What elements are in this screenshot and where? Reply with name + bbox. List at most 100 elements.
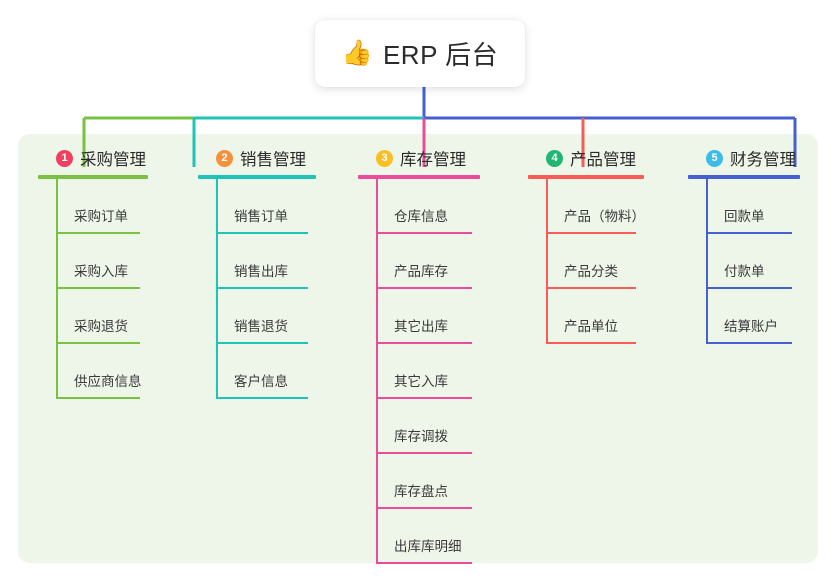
- branch-item-underline: [376, 452, 472, 454]
- root-node[interactable]: 👍 ERP 后台: [315, 20, 525, 87]
- branch-column-4: 4 产品管理产品（物料） 产品分类产品单位: [528, 146, 645, 344]
- branch-underline-5: [688, 175, 800, 179]
- branch-item[interactable]: 采购退货: [38, 289, 148, 344]
- branch-item[interactable]: 仓库信息: [358, 179, 480, 234]
- branch-item-label: 仓库信息: [394, 209, 448, 224]
- branch-item[interactable]: 其它出库: [358, 289, 480, 344]
- branch-item-underline: [376, 287, 472, 289]
- branch-item-label: 采购入库: [74, 264, 128, 279]
- branch-item-label: 出库库明细: [394, 539, 462, 554]
- branch-item-underline: [546, 287, 636, 289]
- branch-item-underline: [56, 287, 140, 289]
- branch-title-3: 库存管理: [400, 151, 466, 169]
- branch-item-underline: [376, 342, 472, 344]
- branch-item[interactable]: 销售订单: [198, 179, 316, 234]
- branch-items-5: 回款单付款单结算账户: [688, 179, 800, 344]
- branch-item-label: 库存盘点: [394, 484, 448, 499]
- branch-header-5[interactable]: 5 财务管理: [688, 146, 800, 170]
- branch-item-label: 产品（物料）: [564, 209, 645, 224]
- branch-title-4: 产品管理: [570, 151, 636, 169]
- branch-item[interactable]: 付款单: [688, 234, 800, 289]
- branch-item[interactable]: 产品分类: [528, 234, 644, 289]
- branch-item[interactable]: 库存调拨: [358, 399, 480, 454]
- branch-trunk-2: [216, 179, 218, 399]
- branch-item-label: 结算账户: [724, 319, 778, 334]
- branch-column-5: 5 财务管理回款单付款单结算账户: [688, 146, 800, 344]
- branch-item[interactable]: 回款单: [688, 179, 800, 234]
- branch-item[interactable]: 产品（物料）: [528, 179, 645, 234]
- branch-underline-2: [198, 175, 316, 179]
- branch-trunk-4: [546, 179, 548, 344]
- branch-item-label: 其它出库: [394, 319, 448, 334]
- branch-title-2: 销售管理: [240, 151, 306, 169]
- branch-badge-1: 1: [56, 149, 73, 167]
- branch-item[interactable]: 供应商信息: [38, 344, 148, 399]
- branch-item-underline: [56, 342, 140, 344]
- branch-title-5: 财务管理: [730, 151, 796, 169]
- branch-item-label: 产品库存: [394, 264, 448, 279]
- branch-item-label: 销售出库: [234, 264, 288, 279]
- branch-badge-5: 5: [706, 149, 723, 167]
- branch-item-label: 库存调拨: [394, 429, 448, 444]
- branch-item-label: 产品分类: [564, 264, 618, 279]
- root-node-title: ERP 后台: [382, 40, 499, 70]
- branch-item[interactable]: 客户信息: [198, 344, 316, 399]
- branch-item-underline: [216, 397, 308, 399]
- branch-item-underline: [706, 342, 792, 344]
- branch-item-label: 付款单: [724, 264, 765, 279]
- branch-items-4: 产品（物料） 产品分类产品单位: [528, 179, 645, 344]
- branch-item[interactable]: 结算账户: [688, 289, 800, 344]
- diagram-panel: [18, 134, 818, 563]
- branch-item-label: 销售订单: [234, 209, 288, 224]
- branch-underline-4: [528, 175, 644, 179]
- branch-item-underline: [706, 232, 792, 234]
- branch-item[interactable]: 其它入库: [358, 344, 480, 399]
- branch-item-underline: [376, 507, 472, 509]
- branch-item-label: 采购订单: [74, 209, 128, 224]
- branch-item-underline: [216, 232, 308, 234]
- branch-item-label: 客户信息: [234, 374, 288, 389]
- branch-item-label: 回款单: [724, 209, 765, 224]
- branch-item-label: 采购退货: [74, 319, 128, 334]
- branch-item[interactable]: 产品单位: [528, 289, 644, 344]
- branch-trunk-1: [56, 179, 58, 399]
- branch-header-3[interactable]: 3 库存管理: [358, 146, 480, 170]
- branch-column-2: 2 销售管理销售订单销售出库销售退货客户信息: [198, 146, 316, 399]
- branch-item[interactable]: 采购订单: [38, 179, 148, 234]
- branch-item-label: 其它入库: [394, 374, 448, 389]
- branch-item-label: 产品单位: [564, 319, 618, 334]
- branch-trunk-3: [376, 179, 378, 564]
- branch-item-underline: [376, 397, 472, 399]
- branch-item-underline: [56, 397, 140, 399]
- branch-column-3: 3 库存管理仓库信息产品库存其它出库其它入库库存调拨库存盘点出库库明细: [358, 146, 480, 564]
- branch-item-underline: [706, 287, 792, 289]
- branch-trunk-5: [706, 179, 708, 344]
- branch-item-label: 销售退货: [234, 319, 288, 334]
- branch-item[interactable]: 采购入库: [38, 234, 148, 289]
- branch-underline-3: [358, 175, 480, 179]
- branch-header-2[interactable]: 2 销售管理: [198, 146, 316, 170]
- branch-item[interactable]: 出库库明细: [358, 509, 480, 564]
- branch-items-3: 仓库信息产品库存其它出库其它入库库存调拨库存盘点出库库明细: [358, 179, 480, 564]
- branch-item[interactable]: 销售退货: [198, 289, 316, 344]
- branch-underline-1: [38, 175, 148, 179]
- branch-item-label: 供应商信息: [74, 374, 142, 389]
- branch-item-underline: [56, 232, 140, 234]
- branch-badge-3: 3: [376, 149, 393, 167]
- branch-item-underline: [376, 562, 472, 564]
- branch-items-2: 销售订单销售出库销售退货客户信息: [198, 179, 316, 399]
- branch-item[interactable]: 产品库存: [358, 234, 480, 289]
- branch-badge-4: 4: [546, 149, 563, 167]
- branch-items-1: 采购订单采购入库采购退货供应商信息: [38, 179, 148, 399]
- branch-badge-2: 2: [216, 149, 233, 167]
- branch-item-underline: [546, 342, 636, 344]
- branch-item-underline: [216, 342, 308, 344]
- branch-item-underline: [376, 232, 472, 234]
- thumbs-up-icon: 👍: [341, 39, 373, 67]
- branch-item[interactable]: 销售出库: [198, 234, 316, 289]
- branch-item-underline: [546, 232, 636, 234]
- branch-header-4[interactable]: 4 产品管理: [528, 146, 644, 170]
- branch-item[interactable]: 库存盘点: [358, 454, 480, 509]
